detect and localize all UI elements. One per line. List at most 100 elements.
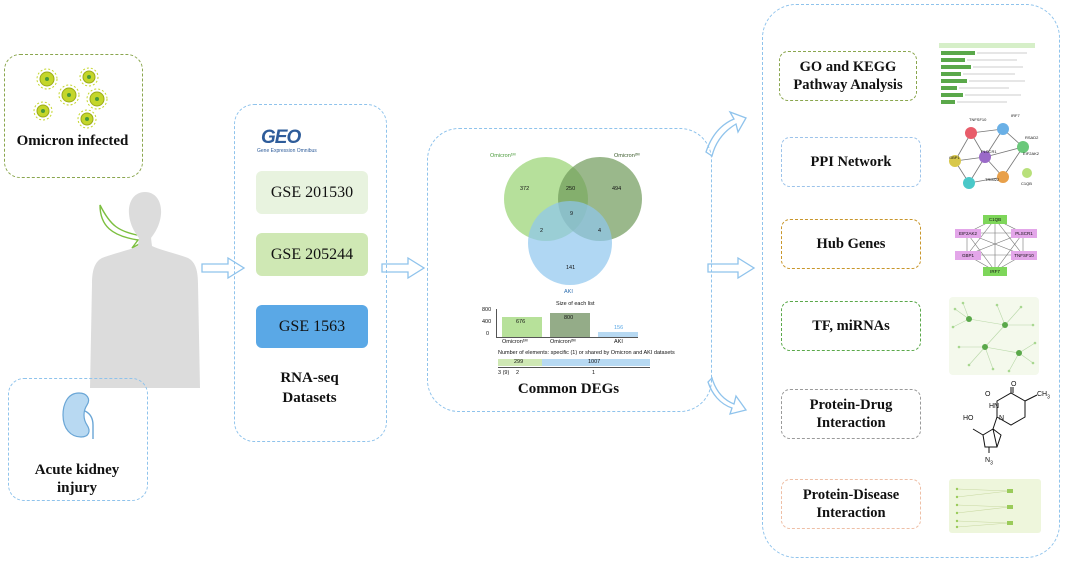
- bars-ytick-800: 800: [482, 307, 492, 313]
- datasets-to-degs-arrow: [381, 256, 426, 280]
- analyses-panel: GO and KEGG Pathway Analysis PPI Network…: [762, 4, 1060, 558]
- analysis-protein-disease-line1: Protein-Disease: [802, 486, 900, 503]
- venn-count-bc: 4: [598, 228, 602, 234]
- hub-gene-gbp1: GBP1: [955, 251, 981, 260]
- venn-set-c: [528, 201, 612, 285]
- strip-b-value: 1007: [588, 359, 601, 365]
- venn-count-ac: 2: [540, 228, 544, 234]
- ppi-node-4: GBP1: [949, 155, 960, 160]
- drug-molecule-thumbnail: [972, 387, 1038, 453]
- elements-note: Number of elements: specific (1) or shar…: [498, 350, 675, 356]
- ppi-node-6: EIF2AK2: [1023, 151, 1040, 156]
- venn-label-c: AKI: [564, 289, 573, 295]
- venn-count-a-only: 372: [520, 186, 530, 192]
- bars-ytick-400: 400: [482, 319, 492, 325]
- geo-logo: GEO: [261, 127, 301, 148]
- row-label: 3 (9): [498, 370, 510, 376]
- analysis-go-kegg-line1: GO and KEGG: [799, 58, 897, 75]
- venn-diagram: [504, 157, 642, 285]
- bars-xaxis: [496, 337, 638, 338]
- strip-a-value: 299: [514, 359, 524, 365]
- bars-yaxis: [496, 309, 497, 337]
- venn-count-center: 9: [570, 211, 574, 217]
- bar-omicron2-value: 800: [564, 315, 574, 321]
- drug-label-ch3-sub: 3: [1047, 394, 1050, 401]
- kidney-icon: [62, 392, 94, 439]
- drug-label-n: N: [999, 415, 1005, 422]
- datasets-caption-line2: Datasets: [282, 389, 337, 406]
- kidney-box: Acute kidney injury: [8, 378, 148, 501]
- ppi-network-thumbnail: [949, 123, 1032, 189]
- hub-gene-plscr1: PLSCR1: [1011, 229, 1037, 238]
- tf-mirna-thumbnail: [949, 297, 1039, 375]
- degs-box: Omicron¹ᴹ Omicron²ᴹ AKI 372 250 494 9 2 …: [427, 128, 712, 412]
- go-kegg-thumbnail: [939, 43, 1035, 104]
- venn-label-a: Omicron¹ᴹ: [490, 153, 516, 159]
- drug-label-ho: HO: [963, 415, 974, 422]
- bar-aki: [598, 332, 638, 337]
- degs-caption: Common DEGs: [517, 381, 620, 397]
- degs-down-arrow: [707, 376, 748, 415]
- bars-ytick-0: 0: [486, 331, 490, 337]
- venn-count-c-only: 141: [566, 265, 576, 271]
- analysis-protein-disease-line2: Interaction: [816, 505, 886, 521]
- human-body-icon: [90, 192, 200, 388]
- aki-label: Acute kidney injury: [9, 461, 145, 497]
- body-to-datasets-arrow: [201, 256, 246, 280]
- drug-label-ch3: CH3: [1037, 391, 1050, 400]
- analysis-protein-disease: Protein-Disease Interaction: [781, 479, 921, 529]
- ppi-node-5: PLSCR1: [981, 149, 997, 154]
- drug-label-n3-text: N: [985, 457, 991, 464]
- bars-title: Size of each list: [556, 301, 595, 307]
- analysis-go-kegg-line2: Pathway Analysis: [793, 77, 903, 93]
- degs-up-arrow: [705, 110, 747, 158]
- drug-label-hn: HN: [989, 403, 1000, 410]
- dataset-gse1563: GSE 1563: [256, 305, 368, 348]
- analysis-ppi: PPI Network: [781, 137, 921, 187]
- bar-aki-value: 156: [614, 325, 624, 331]
- strip-a: [498, 359, 542, 366]
- venn-count-b-only: 494: [612, 186, 622, 192]
- datasets-box: GEO Gene Expression Omnibus GSE 201530 G…: [234, 104, 387, 442]
- bar-cat-omicron1: Omicron¹ᴹ: [502, 339, 528, 345]
- datasets-caption: RNA-seq Datasets: [235, 369, 384, 408]
- hub-gene-irf7: IRF7: [983, 267, 1007, 276]
- bar-omicron2: [550, 313, 590, 337]
- virus-icon: [33, 67, 108, 129]
- analysis-go-kegg: GO and KEGG Pathway Analysis: [779, 51, 917, 101]
- aki-label-line2: injury: [56, 480, 97, 496]
- analysis-protein-drug: Protein-Drug Interaction: [781, 389, 921, 439]
- drug-label-n3-sub: 3: [990, 460, 993, 467]
- omicron-label: Omicron infected: [16, 133, 129, 149]
- drug-label-ch3-text: CH: [1037, 391, 1048, 398]
- datasets-caption-line1: RNA-seq: [280, 370, 339, 386]
- ppi-node-8: TRIM22: [985, 177, 1000, 182]
- hub-gene-tnfsf10: TNFSF10: [1011, 251, 1037, 260]
- ppi-node-7: RSAD2: [1025, 135, 1039, 140]
- hub-gene-eif2ak2: EIF2AK2: [955, 229, 981, 238]
- dataset-gse205244: GSE 205244: [256, 233, 368, 276]
- geo-subtitle: Gene Expression Omnibus: [257, 148, 317, 154]
- drug-label-o2: O: [1011, 381, 1017, 388]
- dataset-gse201530: GSE 201530: [256, 171, 368, 214]
- venn-label-b: Omicron²ᴹ: [614, 153, 640, 159]
- bar-omicron1: [502, 317, 542, 337]
- bar-cat-omicron2: Omicron²ᴹ: [550, 339, 576, 345]
- ppi-node-2: IRF7: [1011, 113, 1020, 118]
- drug-label-n3: N3: [985, 457, 993, 466]
- degs-mid-arrow: [707, 256, 756, 280]
- protein-disease-thumbnail: [949, 479, 1041, 533]
- analysis-protein-drug-line1: Protein-Drug: [809, 396, 893, 413]
- ppi-node-1: TNFSF10: [969, 117, 987, 122]
- hub-gene-c1qb: C1QB: [983, 215, 1007, 224]
- row-val-a: 2: [516, 370, 520, 376]
- ppi-node-3: C1QB: [1021, 181, 1032, 186]
- strip-axis: [498, 367, 650, 368]
- bar-omicron1-value: 676: [516, 319, 526, 325]
- strip-b: [542, 359, 650, 366]
- analysis-tf: TF, miRNAs: [781, 301, 921, 351]
- venn-count-ab: 250: [566, 186, 576, 192]
- omicron-box: Omicron infected: [4, 54, 143, 178]
- drug-label-o: O: [985, 391, 991, 398]
